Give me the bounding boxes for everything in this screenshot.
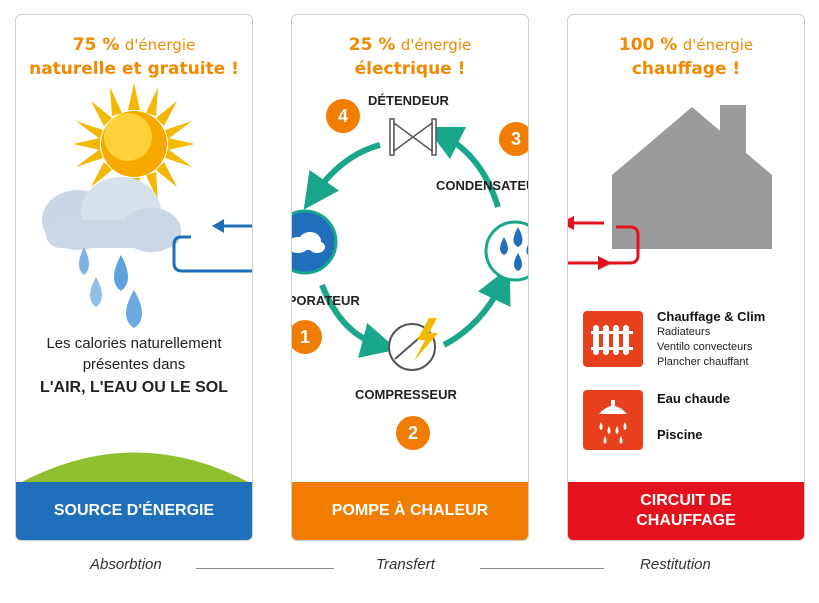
source-head-text: d'énergie bbox=[124, 36, 196, 54]
source-panel: 75 % d'énergie naturelle et gratuite ! bbox=[15, 14, 253, 541]
sun-icon bbox=[73, 83, 195, 205]
cloud-icon bbox=[292, 232, 325, 253]
evaporator bbox=[292, 209, 338, 275]
pump-cycle-diagram bbox=[292, 118, 528, 371]
circuit-percent: 100 % bbox=[618, 35, 678, 55]
process-absorbtion: Absorbtion bbox=[90, 556, 162, 573]
detendeur-label: DÉTENDEUR bbox=[368, 93, 449, 108]
circuit-flow-arrows bbox=[568, 216, 640, 270]
item-piscine: Piscine bbox=[657, 427, 703, 442]
water-drops-icon bbox=[500, 227, 528, 271]
source-desc-line1: Les calories naturellement bbox=[46, 335, 222, 352]
compressor-icon bbox=[388, 318, 438, 371]
radiator-icon bbox=[583, 311, 643, 367]
source-description: Les calories naturellement présentes dan… bbox=[16, 333, 252, 398]
pump-percent: 25 % bbox=[348, 35, 396, 55]
weather-illustration bbox=[16, 83, 252, 485]
process-transfert: Transfert bbox=[376, 556, 435, 573]
item-chauffage-title: Chauffage & Clim bbox=[657, 309, 766, 324]
evaporateur-label: ÉVAPORATEUR bbox=[292, 293, 360, 308]
circuit-heading: 100 % d'énergie chauffage ! bbox=[568, 33, 804, 81]
condenser bbox=[484, 220, 528, 282]
house-illustration bbox=[568, 105, 772, 270]
rain-cloud-icon bbox=[42, 177, 181, 328]
process-restitution: Restitution bbox=[640, 556, 711, 573]
circuit-footer-line2: CHAUFFAGE bbox=[636, 512, 736, 529]
pump-panel: 25 % d'énergie électrique ! bbox=[291, 14, 529, 541]
circuit-footer: CIRCUIT DE CHAUFFAGE bbox=[568, 482, 804, 540]
step-2-badge: 2 bbox=[396, 416, 430, 450]
source-desc-line2: présentes dans bbox=[82, 356, 186, 373]
pump-head-text: d'énergie bbox=[400, 36, 472, 54]
item-chauffage-subs: Radiateurs Ventilo convecteurs Plancher … bbox=[657, 325, 752, 370]
pump-heading: 25 % d'énergie électrique ! bbox=[292, 33, 528, 81]
pump-footer: POMPE À CHALEUR bbox=[292, 482, 528, 540]
pump-head-line2: électrique ! bbox=[354, 59, 466, 79]
process-row: Absorbtion Transfert Restitution bbox=[0, 556, 819, 580]
house-icon bbox=[612, 105, 772, 249]
circuit-head-text: d'énergie bbox=[682, 36, 754, 54]
valve-icon bbox=[389, 118, 437, 156]
condensateur-label: CONDENSATEUR bbox=[436, 178, 528, 193]
sub-ventilo: Ventilo convecteurs bbox=[657, 341, 753, 353]
compresseur-label: COMPRESSEUR bbox=[355, 387, 457, 402]
process-separator-2 bbox=[480, 568, 604, 569]
circuit-head-line2: chauffage ! bbox=[631, 59, 741, 79]
shower-icon bbox=[583, 390, 643, 450]
source-percent: 75 % bbox=[72, 35, 120, 55]
source-footer: SOURCE D'ÉNERGIE bbox=[16, 482, 252, 540]
step-3-badge: 3 bbox=[499, 122, 528, 156]
hill bbox=[16, 452, 252, 485]
source-heading: 75 % d'énergie naturelle et gratuite ! bbox=[16, 33, 252, 81]
sub-plancher: Plancher chauffant bbox=[657, 356, 749, 368]
lightning-icon bbox=[414, 318, 438, 361]
sub-radiateurs: Radiateurs bbox=[657, 326, 711, 338]
circuit-panel: 100 % d'énergie chauffage ! bbox=[567, 14, 805, 541]
item-eau-chaude: Eau chaude bbox=[657, 391, 730, 406]
process-separator-1 bbox=[196, 568, 334, 569]
source-flow-arrows bbox=[172, 219, 252, 273]
cycle-arrows bbox=[303, 126, 511, 358]
source-head-line2: naturelle et gratuite ! bbox=[29, 59, 239, 79]
circuit-footer-line1: CIRCUIT DE bbox=[640, 492, 732, 509]
step-4-badge: 4 bbox=[326, 99, 360, 133]
source-desc-line3: L'AIR, L'EAU OU LE SOL bbox=[39, 379, 229, 396]
step-1-badge: 1 bbox=[292, 320, 322, 354]
